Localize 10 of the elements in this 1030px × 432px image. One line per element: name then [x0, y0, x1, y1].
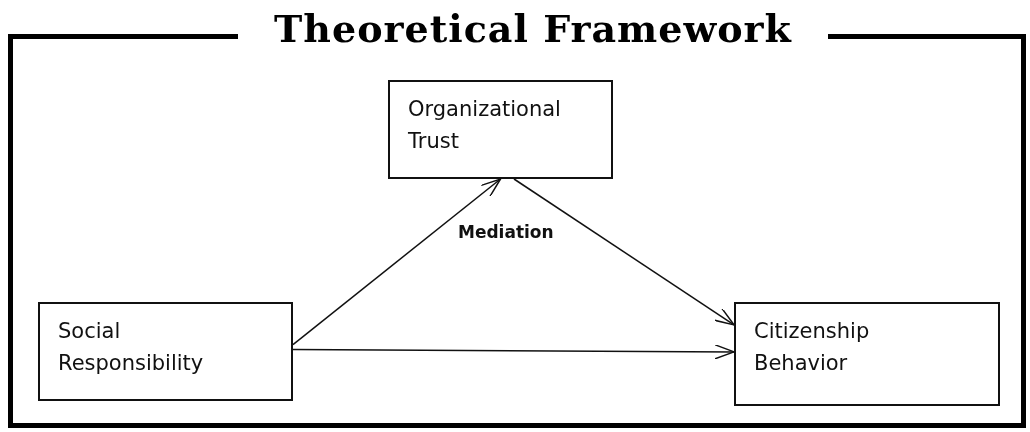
concept-label: Citizenship Behavior	[754, 318, 871, 377]
arrow	[513, 178, 735, 326]
concept-label: Social Responsibility	[58, 318, 205, 377]
arrow	[292, 178, 502, 346]
concept-box	[38, 302, 293, 401]
arrow	[292, 344, 735, 360]
mediation-label: Mediation	[458, 222, 554, 242]
concept-box	[388, 80, 613, 179]
concept-label: Organizational Trust	[408, 96, 562, 155]
concept-box	[734, 302, 1000, 406]
